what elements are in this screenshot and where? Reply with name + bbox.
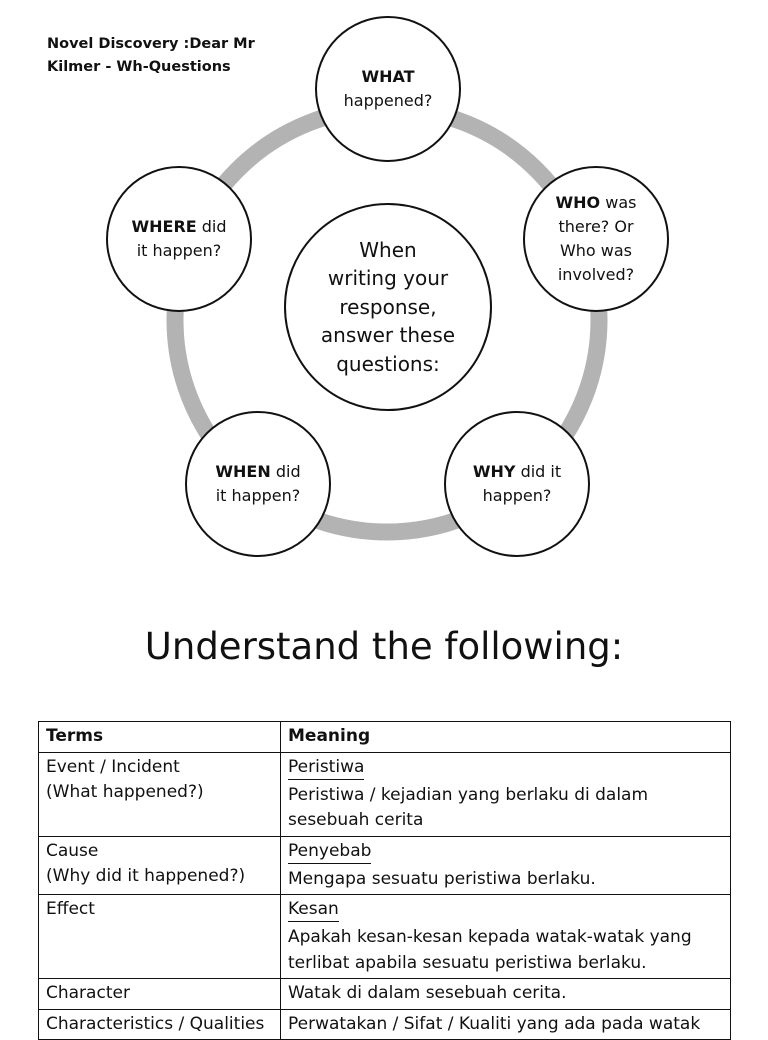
center-line-3: response, xyxy=(339,294,437,319)
meaning-text: sesebuah cerita xyxy=(288,810,424,830)
meaning-cell: Perwatakan / Sifat / Kualiti yang ada pa… xyxy=(280,1008,731,1040)
node-why: WHY did it happen? xyxy=(444,411,590,557)
node-what: WHAT happened? xyxy=(315,16,461,162)
header-terms: Terms xyxy=(38,721,281,753)
title-line-1: Novel Discovery :Dear Mr xyxy=(47,36,255,52)
table-row: Cause (Why did it happened?) Penyebab Me… xyxy=(38,835,731,895)
meaning-text: Peristiwa / kejadian yang berlaku di dal… xyxy=(288,784,649,805)
title-line-2: Kilmer - Wh-Questions xyxy=(47,59,231,75)
node-center: When writing your response, answer these… xyxy=(284,203,492,411)
term-text: Character xyxy=(46,983,130,1003)
term-cell: Cause (Why did it happened?) xyxy=(38,835,281,895)
meaning-text: Apakah kesan-kesan kepada watak-watak ya… xyxy=(288,927,692,947)
center-line-4: answer these xyxy=(320,323,456,348)
terms-table: Terms Meaning Event / Incident (What hap… xyxy=(38,721,731,1040)
term-cell: Characteristics / Qualities xyxy=(38,1008,281,1040)
node-when: WHEN did it happen? xyxy=(185,411,331,557)
who-text-3: Who was xyxy=(559,241,633,260)
why-text-2: happen? xyxy=(482,486,552,505)
what-text: happened? xyxy=(343,91,433,110)
who-text-2: there? Or xyxy=(558,217,634,236)
where-bold: WHERE xyxy=(131,217,197,236)
meaning-text: terlibat apabila sesuatu peristiwa berla… xyxy=(288,952,647,973)
meaning-text: Mengapa sesuatu peristiwa berlaku. xyxy=(288,868,596,889)
meaning-cell: Watak di dalam sesebuah cerita. xyxy=(280,978,731,1010)
term-text: (What happened?) xyxy=(46,782,204,802)
meaning-cell: Peristiwa Peristiwa / kejadian yang berl… xyxy=(280,751,731,837)
center-line-1: When xyxy=(359,237,417,262)
malay-word: Peristiwa xyxy=(288,755,365,780)
meaning-cell: Kesan Apakah kesan-kesan kepada watak-wa… xyxy=(280,894,731,979)
section-title: Understand the following: xyxy=(144,625,624,668)
table-row: Character Watak di dalam sesebuah cerita… xyxy=(38,978,731,1010)
center-line-2: writing your xyxy=(327,266,449,291)
where-text-1: did xyxy=(196,217,227,236)
meaning-text: Perwatakan / Sifat / Kualiti yang ada pa… xyxy=(288,1013,701,1034)
malay-word: Kesan xyxy=(288,897,339,922)
term-text: (Why did it happened?) xyxy=(46,866,246,886)
node-where: WHERE did it happen? xyxy=(106,166,252,312)
when-bold: WHEN xyxy=(215,462,271,481)
who-bold: WHO xyxy=(555,193,601,212)
table-header-row: Terms Meaning xyxy=(38,721,731,753)
meaning-cell: Penyebab Mengapa sesuatu peristiwa berla… xyxy=(280,835,731,895)
term-cell: Character xyxy=(38,978,281,1010)
node-who: WHO was there? Or Who was involved? xyxy=(523,166,669,312)
term-text: Event / Incident xyxy=(46,756,180,777)
why-bold: WHY xyxy=(472,462,516,481)
term-cell: Effect xyxy=(38,894,281,979)
term-text: Cause xyxy=(46,840,99,861)
term-text: Effect xyxy=(46,899,95,919)
meaning-text: Watak di dalam sesebuah cerita. xyxy=(288,983,567,1003)
when-text-2: it happen? xyxy=(215,486,301,505)
when-text-1: did xyxy=(270,462,301,481)
where-text-2: it happen? xyxy=(136,241,222,260)
what-bold: WHAT xyxy=(361,67,415,86)
center-line-5: questions: xyxy=(336,351,440,376)
who-text-4: involved? xyxy=(557,265,635,284)
table-row: Effect Kesan Apakah kesan-kesan kepada w… xyxy=(38,894,731,979)
document-title: Novel Discovery :Dear Mr Kilmer - Wh-Que… xyxy=(47,33,287,79)
malay-word: Penyebab xyxy=(288,839,372,864)
why-text-1: did it xyxy=(515,462,562,481)
term-cell: Event / Incident (What happened?) xyxy=(38,751,281,837)
term-text: Characteristics / Qualities xyxy=(46,1013,265,1034)
table-row: Characteristics / Qualities Perwatakan /… xyxy=(38,1008,731,1040)
header-meaning: Meaning xyxy=(280,721,731,753)
who-text-1: was xyxy=(600,193,637,212)
table-row: Event / Incident (What happened?) Perist… xyxy=(38,751,731,837)
